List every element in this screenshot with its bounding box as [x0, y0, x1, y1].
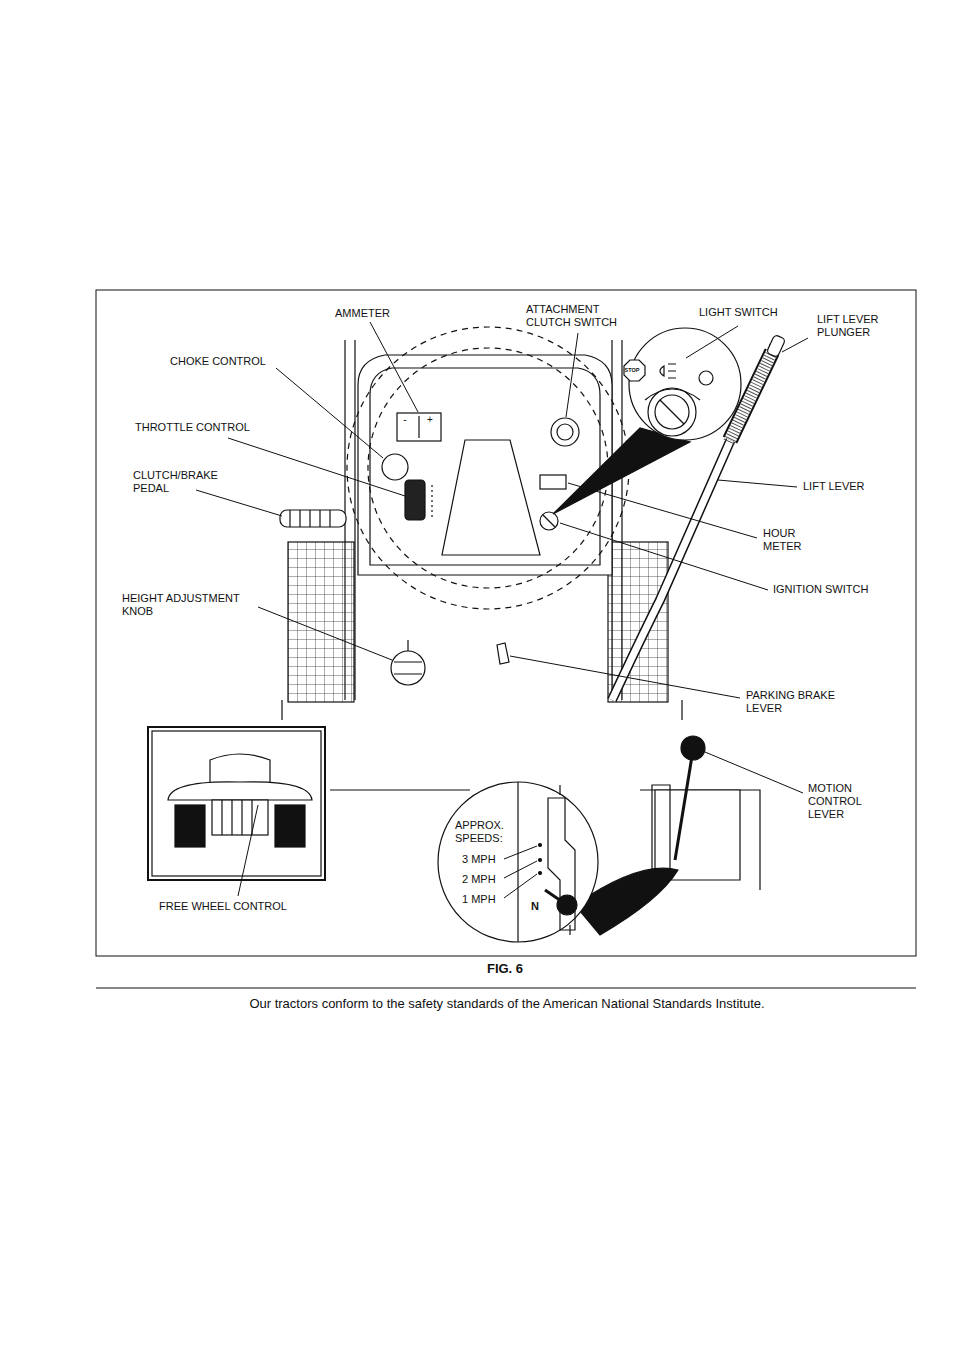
figure-caption: FIG. 6 — [405, 963, 605, 975]
part-label: LIGHT SWITCH — [699, 306, 778, 319]
part-label: 3 MPH — [462, 853, 496, 866]
part-label: CHOKE CONTROL — [170, 355, 266, 368]
part-label: MOTION CONTROL LEVER — [808, 782, 868, 821]
footer-note: Our tractors conform to the safety stand… — [140, 996, 874, 1011]
part-label: 2 MPH — [462, 873, 496, 886]
part-label: CLUTCH/BRAKE PEDAL — [133, 469, 223, 495]
part-label: ATTACHMENT CLUTCH SWITCH — [526, 303, 631, 329]
part-label: N — [531, 900, 539, 913]
part-label: HOUR METER — [763, 527, 808, 553]
part-label: FREE WHEEL CONTROL — [159, 900, 287, 913]
part-label: LIFT LEVER — [803, 480, 865, 493]
part-label: HEIGHT ADJUSTMENT KNOB — [122, 592, 247, 618]
part-label: IGNITION SWITCH — [773, 583, 868, 596]
part-label: AMMETER — [335, 307, 390, 320]
part-label: PARKING BRAKE LEVER — [746, 689, 841, 715]
part-label: + — [425, 414, 435, 426]
part-label: STOP — [621, 367, 643, 374]
part-label: - — [400, 414, 410, 426]
part-label: THROTTLE CONTROL — [135, 421, 250, 434]
part-label: 1 MPH — [462, 893, 496, 906]
part-label: APPROX. SPEEDS: — [455, 819, 515, 845]
part-label: LIFT LEVER PLUNGER — [817, 313, 892, 339]
